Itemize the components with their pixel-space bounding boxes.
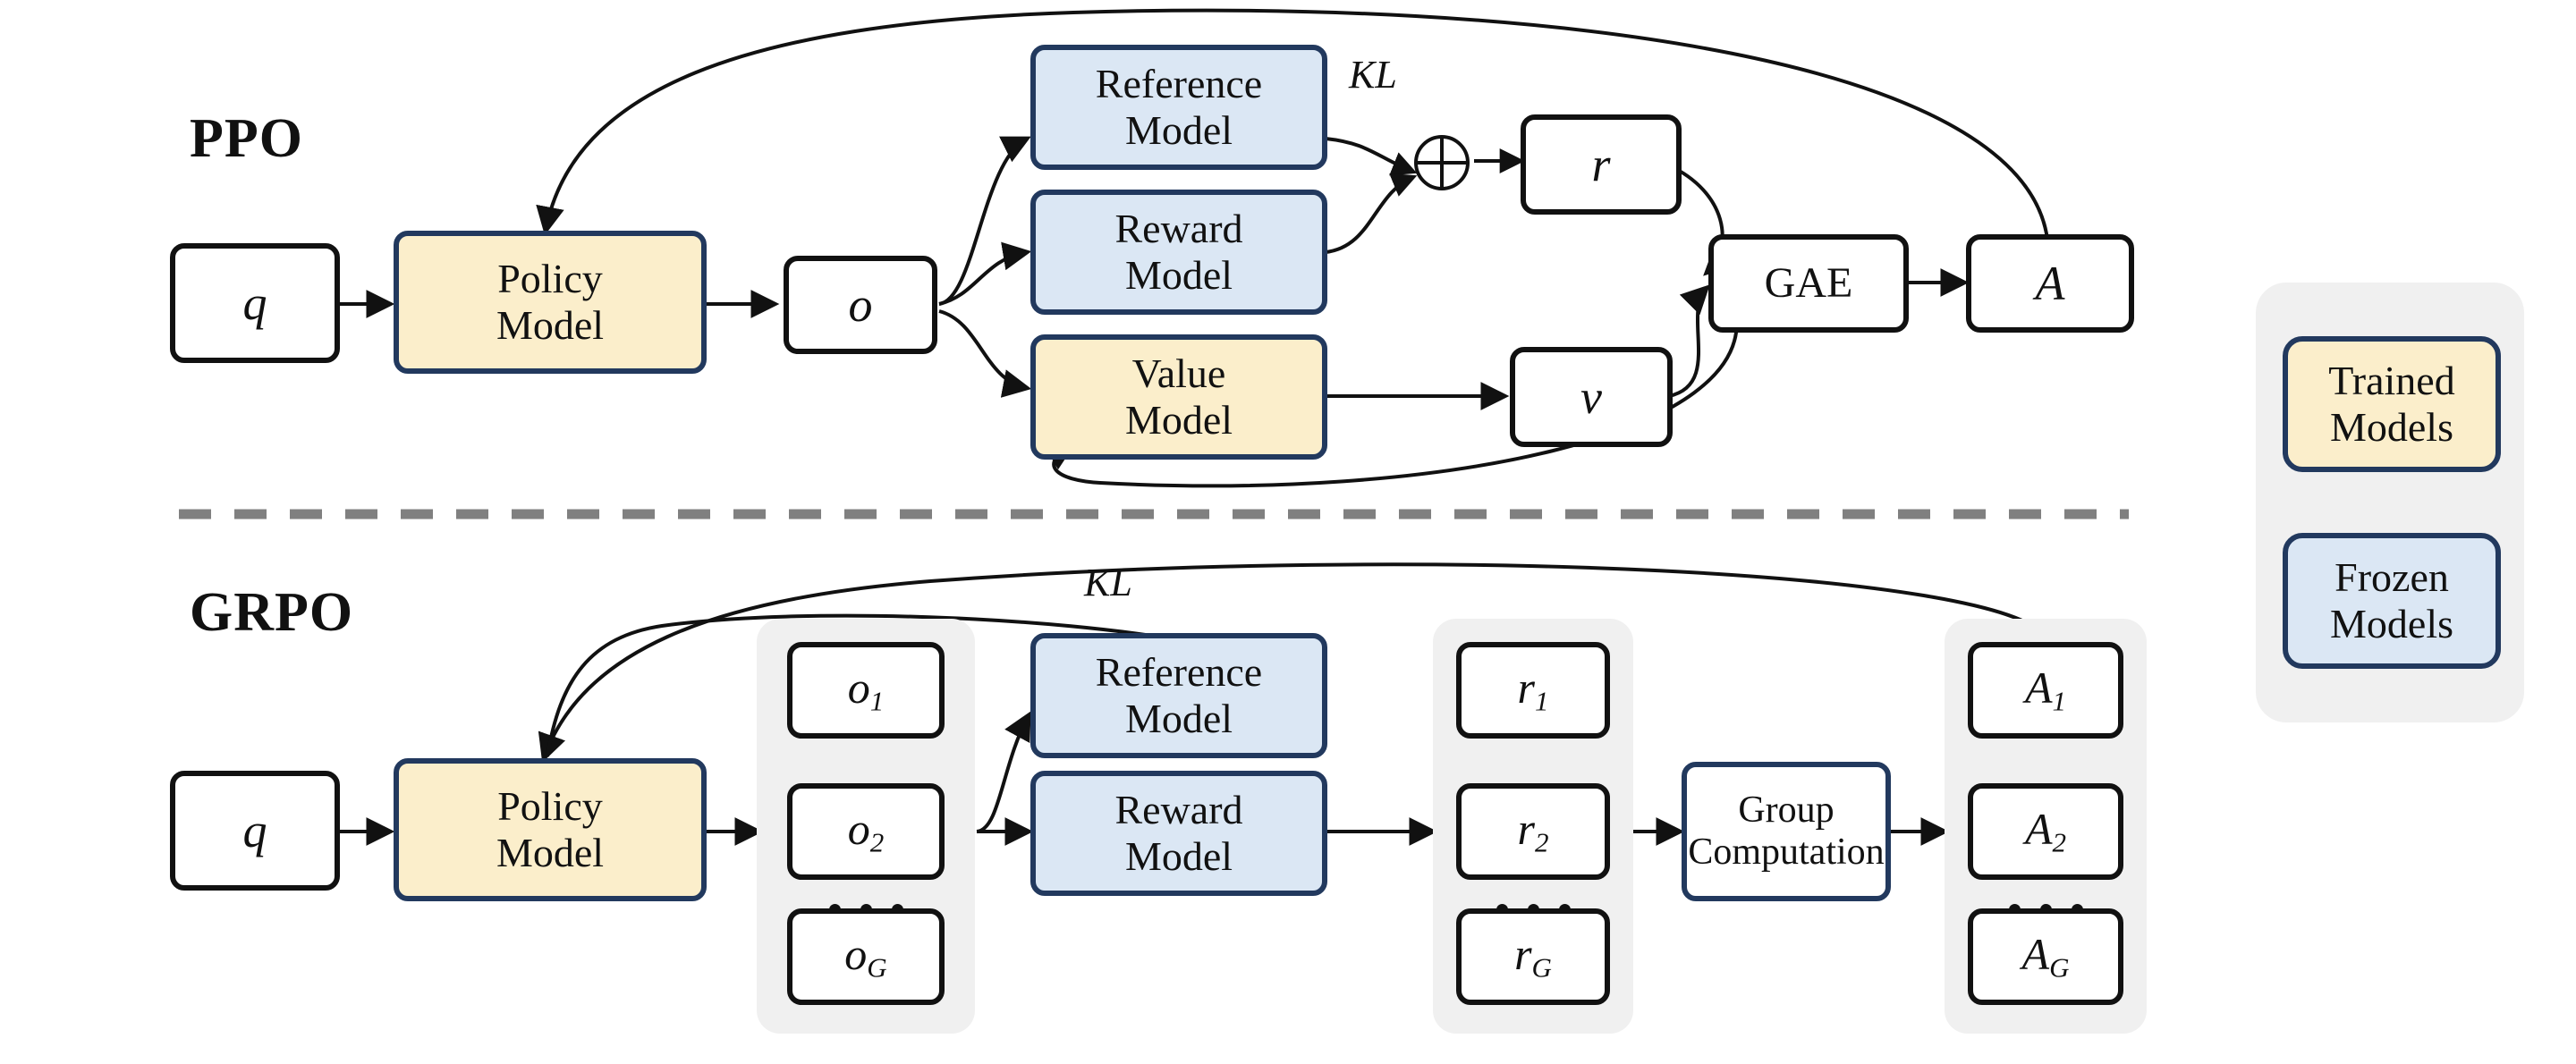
node-ppo-r: r <box>1521 114 1682 215</box>
legend-item-trained-models: Trained Models <box>2283 336 2501 472</box>
node-grpo-A1: A1 <box>1968 642 2123 739</box>
node-label: Value Model <box>1124 350 1233 443</box>
edge-label-kl-grpo: KL <box>1084 561 1132 604</box>
node-label: Group Computation <box>1688 789 1885 873</box>
node-label: o1 <box>847 663 885 717</box>
node-label: Reward Model <box>1114 787 1243 879</box>
node-grpo-q: q <box>170 771 340 891</box>
node-label: o2 <box>847 804 885 858</box>
node-ppo-q: q <box>170 243 340 363</box>
node-label: GAE <box>1764 259 1853 308</box>
node-ppo-v: v <box>1510 347 1673 447</box>
node-label: Reference Model <box>1095 61 1263 153</box>
node-grpo-o2: o2 <box>787 783 945 880</box>
node-grpo-AG: AG <box>1968 908 2123 1005</box>
node-ppo-advantage: A <box>1966 234 2134 333</box>
node-grpo-r2: r2 <box>1456 783 1610 880</box>
node-label: Reference Model <box>1095 649 1263 741</box>
node-ppo-policy-model: Policy Model <box>394 231 707 374</box>
node-label: r1 <box>1517 663 1549 717</box>
node-ppo-o: o <box>784 256 937 354</box>
section-title-ppo: PPO <box>190 108 303 169</box>
node-grpo-group-computation: Group Computation <box>1682 762 1891 901</box>
edge-label-kl-ppo: KL <box>1349 53 1397 97</box>
node-label: oG <box>844 929 887 984</box>
node-grpo-r1: r1 <box>1456 642 1610 739</box>
circled-plus-icon <box>1414 135 1470 190</box>
node-grpo-rG: rG <box>1456 908 1610 1005</box>
section-title-grpo: GRPO <box>190 582 354 643</box>
node-label: q <box>242 275 267 330</box>
node-label: r2 <box>1517 804 1549 858</box>
legend-label: Frozen Models <box>2330 554 2453 646</box>
node-grpo-o1: o1 <box>787 642 945 739</box>
node-ppo-value-model: Value Model <box>1030 334 1327 460</box>
node-label: Policy Model <box>496 783 605 875</box>
node-label: r <box>1591 137 1611 191</box>
node-label: rG <box>1514 929 1552 984</box>
node-label: Reward Model <box>1114 206 1243 298</box>
node-label: AG <box>2021 929 2070 984</box>
node-grpo-policy-model: Policy Model <box>394 758 707 901</box>
legend-item-frozen-models: Frozen Models <box>2283 533 2501 669</box>
node-grpo-oG: oG <box>787 908 945 1005</box>
node-ppo-reference-model: Reference Model <box>1030 45 1327 170</box>
node-grpo-A2: A2 <box>1968 783 2123 880</box>
node-label: A <box>2035 256 2065 310</box>
node-label: v <box>1580 369 1602 424</box>
node-grpo-reference-model: Reference Model <box>1030 633 1327 758</box>
node-grpo-reward-model: Reward Model <box>1030 771 1327 896</box>
legend-label: Trained Models <box>2328 358 2455 450</box>
node-label: A2 <box>2024 804 2067 858</box>
node-label: q <box>242 803 267 857</box>
node-label: A1 <box>2024 663 2067 717</box>
node-label: Policy Model <box>496 256 605 348</box>
node-ppo-reward-model: Reward Model <box>1030 190 1327 315</box>
node-ppo-gae: GAE <box>1708 234 1909 333</box>
node-label: o <box>848 277 873 332</box>
